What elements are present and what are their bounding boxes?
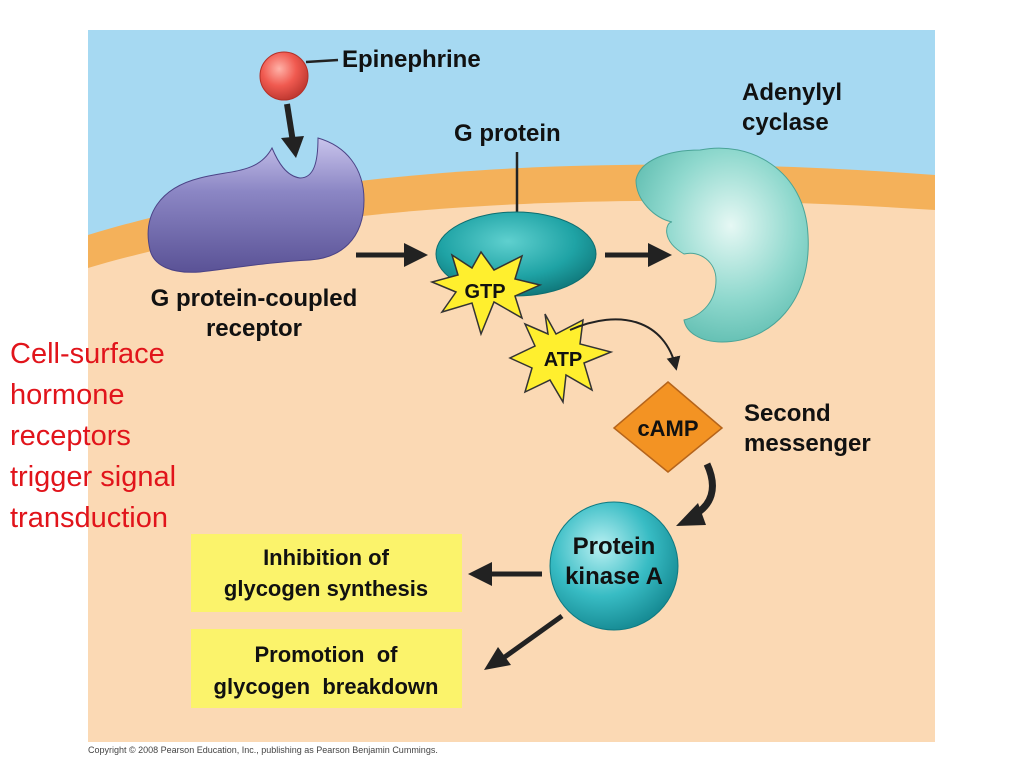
camp-diamond-icon — [612, 381, 724, 473]
atp-conversion-arrow — [569, 318, 681, 371]
promotion-outcome-box — [191, 629, 462, 708]
receptor-label-line-1: G protein-coupled — [151, 285, 358, 312]
binding-arrow — [281, 103, 304, 158]
adenylyl-cyclase — [635, 147, 809, 343]
inhibition-outcome-box — [191, 534, 462, 612]
atp-star-icon — [508, 313, 614, 405]
inhibition-arrow — [468, 562, 542, 586]
adenylyl-cyclase-label-line-1: Adenylyl — [742, 79, 842, 106]
receptor-label-line-2: receptor — [206, 315, 302, 342]
promotion-label-line-1: Promotion of — [255, 642, 399, 667]
epinephrine-leader-line — [305, 58, 339, 64]
side-caption: Cell-surface hormone receptors trigger s… — [10, 334, 240, 539]
promotion-outcome: Promotion of glycogen breakdown — [191, 629, 462, 708]
receptor-protein — [147, 137, 365, 273]
inhibition-label-line-1: Inhibition of — [263, 545, 390, 570]
camp-molecule: cAMP — [612, 381, 724, 473]
epinephrine-molecule — [259, 51, 309, 101]
activation-arrow-1 — [356, 243, 428, 267]
activation-arrow-2 — [605, 243, 672, 267]
gtp-star-icon — [429, 250, 543, 337]
adenylyl-cyclase-label-line-2: cyclase — [742, 109, 829, 136]
protein-kinase-a-label-line-1: Protein — [573, 533, 656, 560]
copyright-notice: Copyright © 2008 Pearson Education, Inc.… — [88, 745, 438, 755]
side-caption-line: transduction — [10, 502, 168, 534]
side-caption-line: trigger signal — [10, 461, 177, 493]
gtp-label: GTP — [464, 281, 505, 303]
epinephrine-label: Epinephrine — [342, 46, 481, 73]
atp-label: ATP — [544, 349, 583, 371]
promotion-arrow — [484, 613, 564, 670]
protein-kinase-a-label-line-2: kinase A — [565, 563, 663, 590]
camp-label: cAMP — [637, 416, 698, 441]
inhibition-outcome: Inhibition of glycogen synthesis — [191, 534, 462, 612]
side-caption-line: receptors — [10, 420, 131, 452]
second-messenger-label-line-1: Second — [744, 400, 831, 427]
promotion-label-line-2: glycogen breakdown — [214, 674, 439, 699]
camp-to-kinase-arrow — [676, 462, 716, 526]
g-protein-label: G protein — [454, 120, 561, 147]
side-caption-line: hormone — [10, 379, 125, 411]
second-messenger-label-line-2: messenger — [744, 430, 871, 457]
gtp-burst: GTP — [429, 250, 543, 337]
side-caption-line: Cell-surface — [10, 338, 165, 370]
inhibition-label-line-2: glycogen synthesis — [224, 576, 428, 601]
atp-burst: ATP — [508, 313, 614, 405]
protein-kinase-a — [549, 501, 679, 631]
